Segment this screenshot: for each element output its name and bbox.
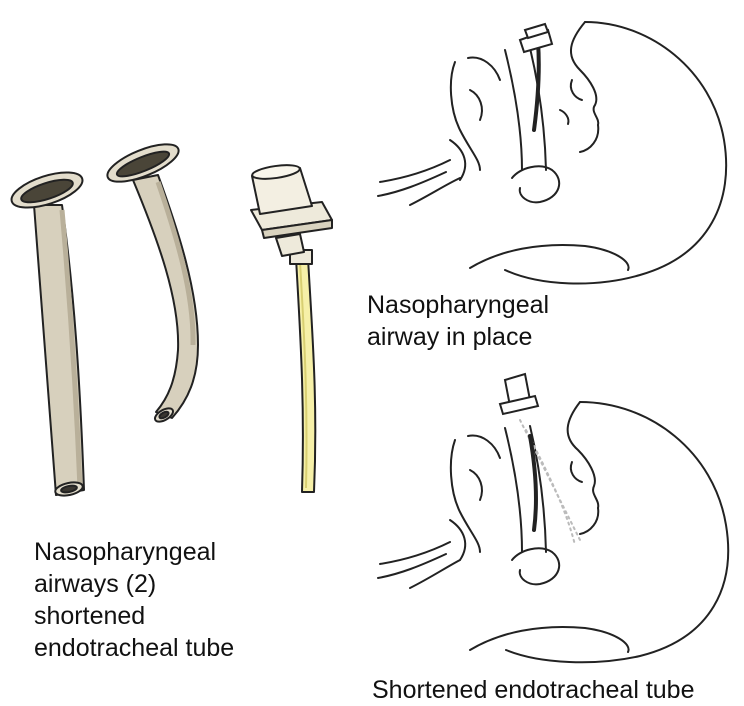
devices-caption: Nasopharyngeal airways (2) shortened end… bbox=[34, 536, 234, 664]
head-profile-endotracheal-tube bbox=[377, 372, 730, 664]
endotracheal-in-place-caption: Shortened endotracheal tube bbox=[372, 674, 694, 706]
nasopharyngeal-caption-line-1: Nasopharyngeal bbox=[367, 291, 550, 319]
head-profile-nasopharyngeal-airway bbox=[377, 21, 728, 285]
devices-caption-line-2: airways (2) bbox=[34, 570, 157, 598]
devices-caption-line-1: Nasopharyngeal bbox=[34, 538, 217, 566]
endotracheal-caption-line-1: Shortened endotracheal tube bbox=[372, 676, 695, 704]
nasopharyngeal-airway-middle bbox=[106, 143, 199, 423]
nasopharyngeal-in-place-caption: Nasopharyngeal airway in place bbox=[367, 289, 549, 353]
devices-caption-line-3: shortened bbox=[34, 602, 146, 630]
shortened-endotracheal-tube bbox=[250, 164, 333, 493]
nasopharyngeal-airway-left bbox=[10, 171, 85, 497]
nasopharyngeal-caption-line-2: airway in place bbox=[367, 323, 533, 351]
devices-caption-line-4: endotracheal tube bbox=[34, 634, 235, 662]
